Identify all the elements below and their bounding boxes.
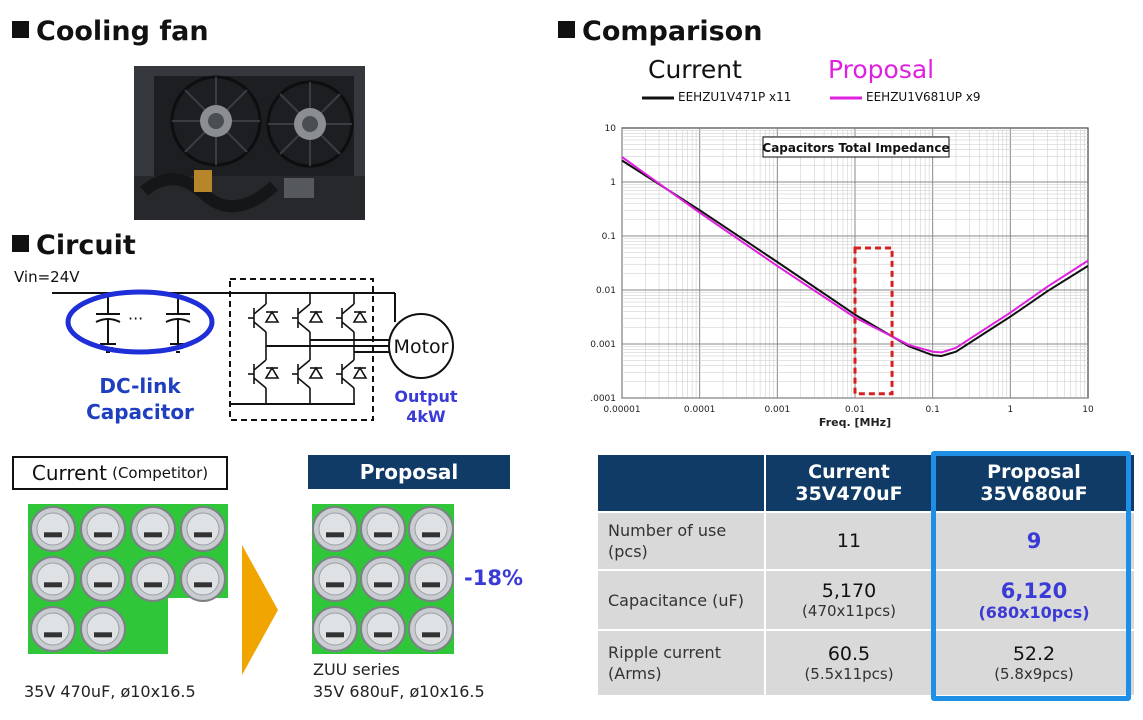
dc-link-capacitor-label: DC-link Capacitor	[86, 374, 194, 424]
capacitor-can	[360, 506, 406, 552]
proposal-capacitor-board	[312, 504, 454, 654]
igbt-switches	[248, 293, 368, 404]
dc-link-highlight-ellipse	[65, 289, 215, 355]
square-bullet-icon	[558, 21, 575, 38]
table-header-current: Current 35V470uF	[764, 453, 934, 513]
cell-current-ripple: 60.5 (5.5x11pcs)	[764, 629, 934, 697]
x-tick-label: 0.1	[926, 405, 940, 415]
capacitor-can	[80, 556, 126, 602]
capacitor-can	[180, 506, 226, 552]
row-label-capacitance: Capacitance (uF)	[596, 569, 766, 631]
table-header-proposal: Proposal 35V680uF	[932, 453, 1136, 513]
cell-proposal-ripple: 52.2 (5.8x9pcs)	[932, 629, 1136, 697]
impedance-chart: 0.00001 0.0001 0.001 0.01 0.1 1 10 10 1 0.1 0.01 0.…	[590, 124, 1094, 429]
highlight-dashed-box	[853, 246, 894, 396]
capacitor-can	[30, 606, 76, 652]
current-board-caption: 35V 470uF, ø10x16.5	[24, 682, 196, 701]
x-tick-label: 0.01	[845, 405, 865, 415]
row-label-number-of-use: Number of use (pcs)	[596, 511, 766, 571]
table-header-empty	[596, 453, 766, 513]
legend-series-proposal: EEHZU1V681UP x9	[866, 90, 981, 104]
current-board-pcb	[28, 504, 228, 654]
x-tick-label: 0.001	[764, 405, 790, 415]
phase-lines	[266, 293, 396, 353]
y-tick-label: .0001	[590, 394, 616, 404]
capacitor-can	[80, 606, 126, 652]
motor-label: Motor	[394, 336, 449, 358]
capacitor-can	[180, 556, 226, 602]
section-title-circuit: Circuit	[12, 230, 136, 261]
y-tick-label: 0.01	[596, 286, 616, 296]
proposal-series-caption: ZUU series	[313, 660, 400, 679]
chart-title-box: Capacitors Total Impedance	[762, 136, 950, 158]
legend-series-current: EEHZU1V471P x11	[678, 90, 792, 104]
motor-symbol	[388, 313, 454, 379]
table-row: Ripple current (Arms) 60.5 (5.5x11pcs) 5…	[596, 629, 1136, 697]
capacitor-can	[360, 606, 406, 652]
capacitor-can	[130, 506, 176, 552]
capacitor-ellipsis: ···	[128, 309, 143, 328]
capacitor-can	[408, 506, 454, 552]
cooling-fan-illustration	[134, 66, 365, 220]
circuit-diagram: ··· Motor	[52, 278, 454, 421]
chart-legend	[642, 96, 862, 100]
capacitor-can	[408, 606, 454, 652]
legend-header-current: Current	[648, 55, 742, 84]
cell-current-number: 11	[764, 511, 934, 571]
capacitor-can	[130, 556, 176, 602]
capacitor-can	[408, 556, 454, 602]
legend-header-proposal: Proposal	[828, 55, 935, 84]
current-board-label: Current (Competitor)	[12, 456, 228, 490]
capacitor-can	[360, 556, 406, 602]
capacitor-can	[80, 506, 126, 552]
section-title-comparison: Comparison	[558, 16, 762, 47]
proposal-capacitor-grid	[312, 506, 454, 652]
x-tick-label: 1	[1007, 405, 1013, 415]
square-bullet-icon	[12, 235, 29, 252]
current-capacitor-grid	[30, 506, 226, 652]
proposal-spec-caption: 35V 680uF, ø10x16.5	[313, 682, 485, 701]
cell-proposal-number: 9	[932, 511, 1136, 571]
series-line-current	[621, 159, 1089, 357]
chart-title: Capacitors Total Impedance	[762, 141, 949, 155]
cell-proposal-capacitance: 6,120 (680x10pcs)	[932, 569, 1136, 631]
capacitor-can	[312, 556, 358, 602]
current-capacitor-board	[28, 504, 228, 654]
capacitor-can	[30, 556, 76, 602]
cooling-fan-photo	[134, 66, 365, 220]
comparison-table: Current 35V470uF Proposal 35V680uF Numbe…	[596, 453, 1136, 697]
capacitor-can	[312, 606, 358, 652]
y-tick-label: 0.1	[602, 232, 616, 242]
table-row: Number of use (pcs) 11 9	[596, 511, 1136, 571]
cell-current-capacitance: 5,170 (470x11pcs)	[764, 569, 934, 631]
x-tick-label: 10	[1082, 405, 1094, 415]
table-header-row: Current 35V470uF Proposal 35V680uF	[596, 453, 1136, 513]
series-line-proposal	[621, 156, 1089, 354]
table-row: Capacitance (uF) 5,170 (470x11pcs) 6,120…	[596, 569, 1136, 631]
output-power-label: Output 4kW	[394, 387, 458, 426]
capacitor-can	[312, 506, 358, 552]
capacitor-can	[30, 506, 76, 552]
y-tick-label: 0.001	[590, 340, 616, 350]
arrow-right-icon	[242, 545, 278, 675]
y-tick-label: 1	[610, 178, 616, 188]
row-label-ripple-current: Ripple current (Arms)	[596, 629, 766, 697]
section-title-cooling-fan: Cooling fan	[12, 16, 209, 47]
proposal-board-label: Proposal	[308, 455, 510, 489]
x-axis-label: Freq. [MHz]	[819, 416, 891, 429]
y-tick-label: 10	[605, 124, 617, 134]
x-tick-label: 0.0001	[684, 405, 716, 415]
reduction-percentage: -18%	[464, 566, 523, 590]
vin-label: Vin=24V	[14, 268, 80, 286]
square-bullet-icon	[12, 21, 29, 38]
x-tick-label: 0.00001	[603, 405, 640, 415]
inverter-dashed-box	[229, 278, 374, 421]
